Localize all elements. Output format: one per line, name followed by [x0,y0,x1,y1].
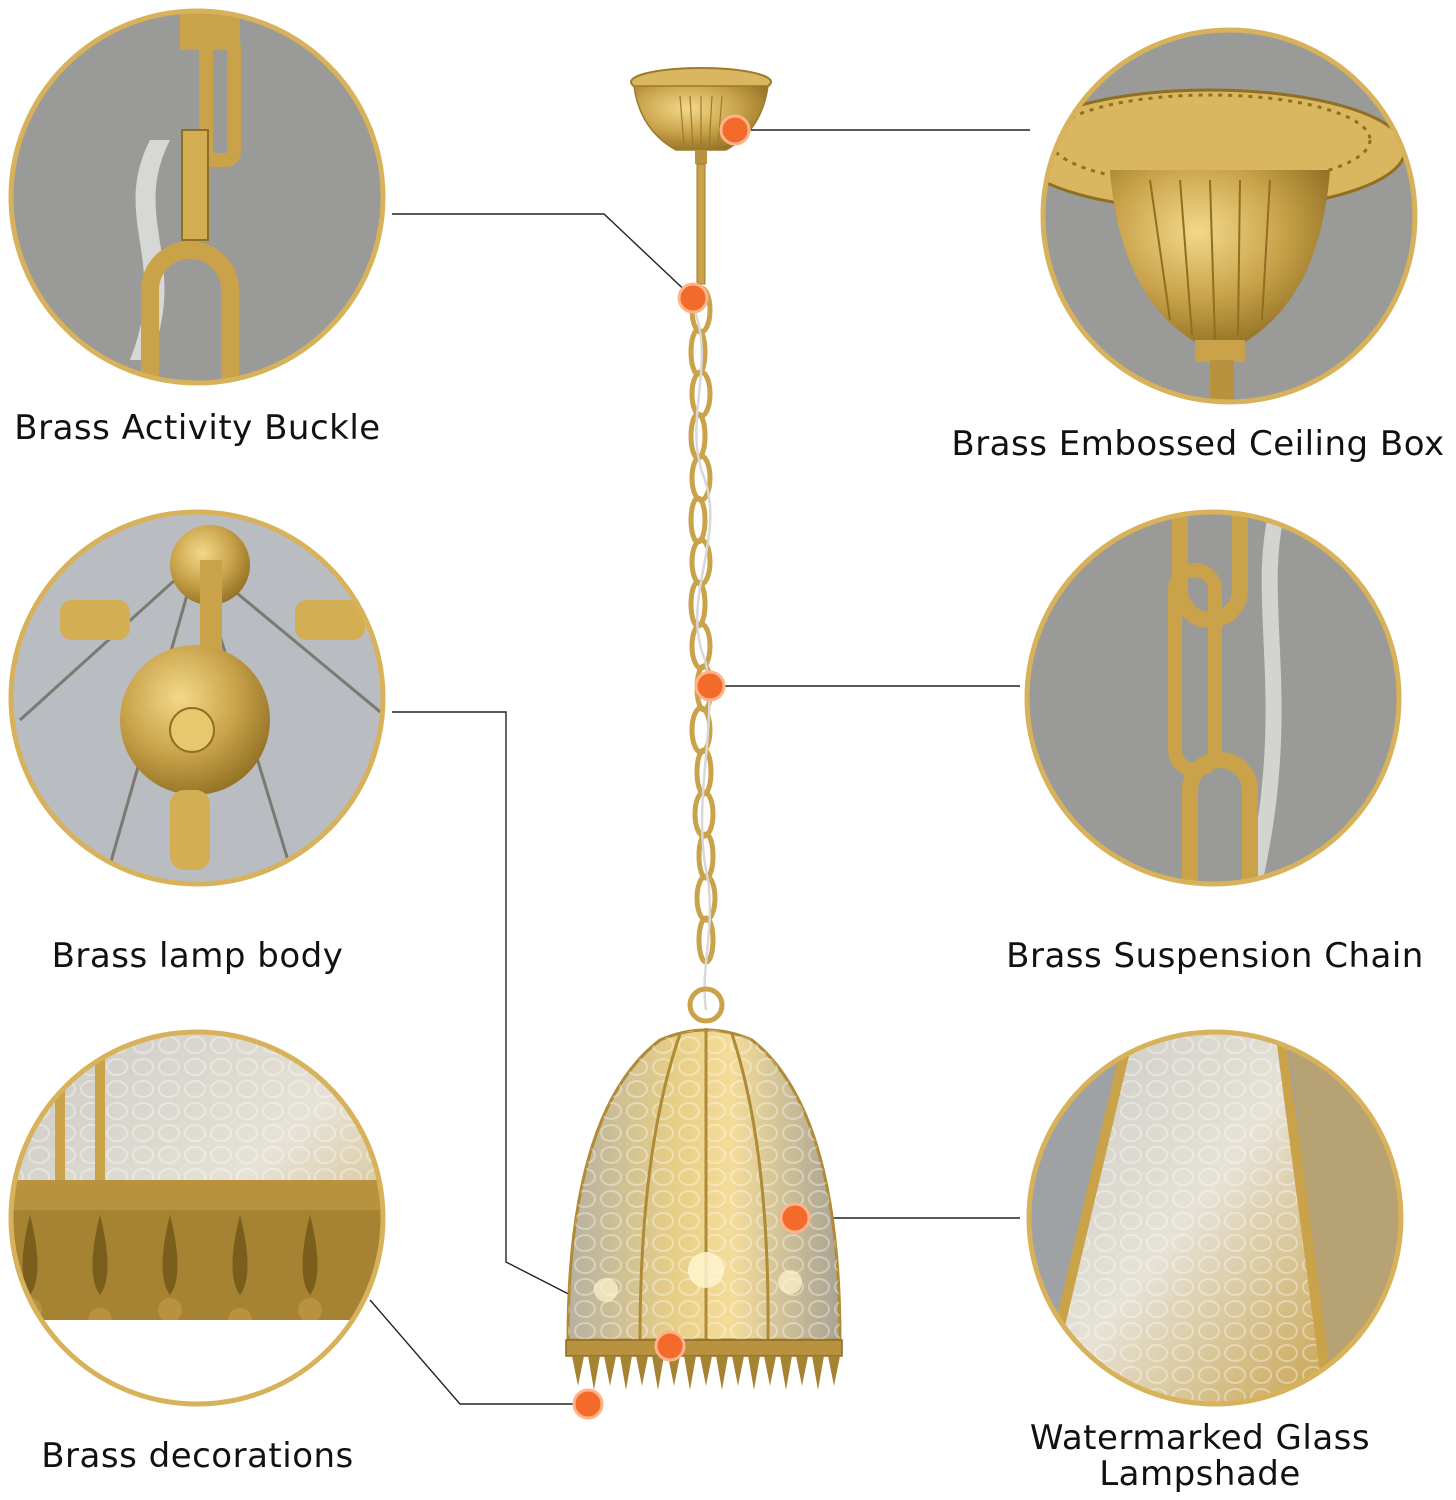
label-lampshade-line2: Lampshade [1099,1454,1301,1494]
callout-dot-lampshade [779,1202,811,1234]
callout-dots [572,114,811,1420]
callout-dot-decorations [572,1388,604,1420]
detail-circle-buckle [8,8,386,386]
detail-circle-decorations [8,1029,386,1407]
callout-dot-ceiling [719,114,751,146]
label-watermarked-glass-lampshade: Watermarked Glass Lampshade [990,1420,1410,1492]
callout-line-decorations [369,1299,588,1405]
callout-dot-buckle [677,282,709,314]
label-lampshade-line1: Watermarked Glass [1029,1418,1371,1458]
label-brass-activity-buckle: Brass Activity Buckle [14,408,381,448]
callout-dot-chain [694,670,726,702]
detail-circle-ceiling-box [1040,27,1418,405]
detail-circle-suspension-chain [1024,509,1402,887]
callout-line-buckle [392,213,694,299]
detail-circle-lamp-body [8,509,386,887]
label-brass-decorations: Brass decorations [41,1436,354,1476]
label-brass-suspension-chain: Brass Suspension Chain [1006,936,1424,976]
detail-circle-lampshade [1026,1029,1404,1407]
label-brass-lamp-body: Brass lamp body [51,936,344,976]
pendant-lamp [565,67,843,1390]
callout-dot-body [654,1330,686,1362]
label-brass-embossed-ceiling-box: Brass Embossed Ceiling Box [951,424,1445,464]
